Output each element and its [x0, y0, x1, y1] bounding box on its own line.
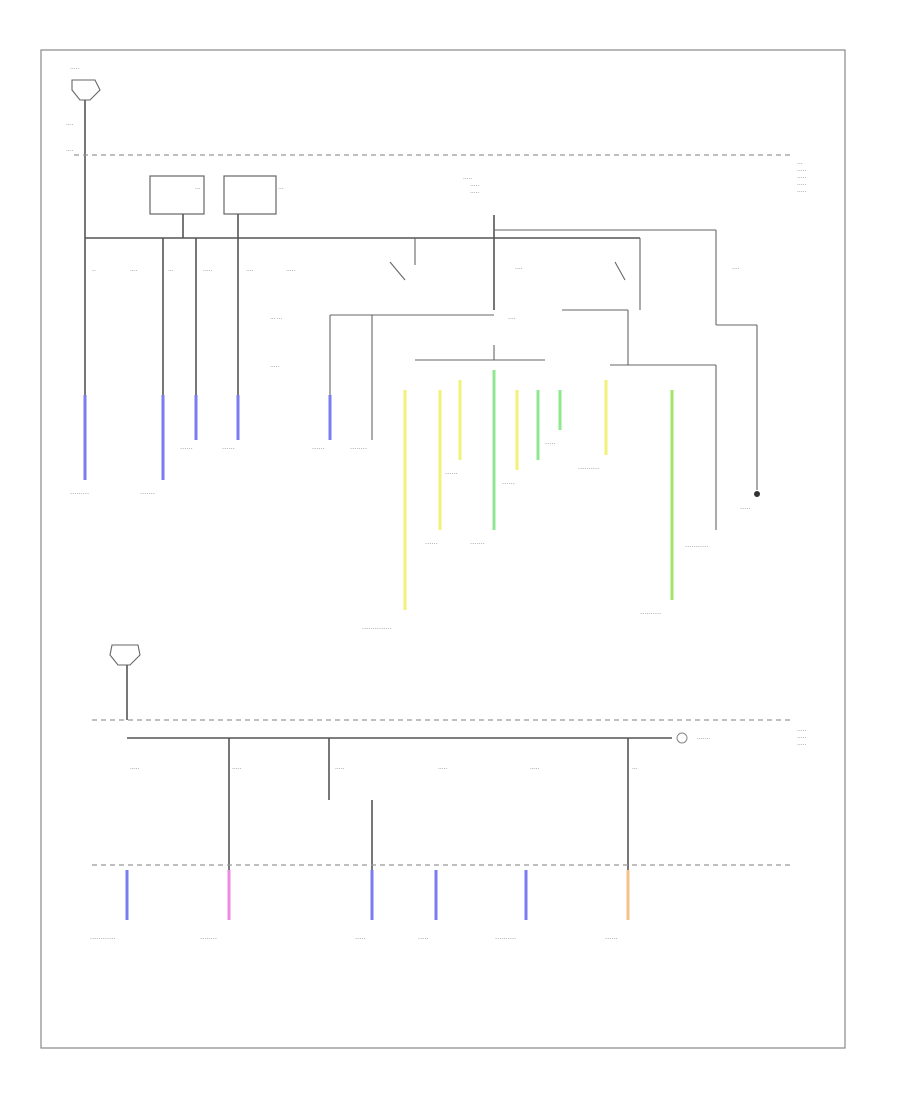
svg-text:•••••: ••••• — [797, 183, 807, 187]
svg-text:•••••: ••••• — [545, 442, 556, 446]
svg-text:•••••: ••••• — [286, 269, 296, 273]
svg-text:•••: ••• — [168, 269, 174, 273]
svg-text:•••: ••• — [632, 767, 638, 771]
lower-component-labels: •••••••••••• •••••••• ••••• ••••• ••••••… — [90, 937, 618, 941]
svg-text:•••: ••• — [278, 187, 284, 191]
central-relay: ••••• ••••• ••••• •••• •••• •••• ••• •••… — [270, 177, 758, 530]
svg-text:•••••: ••••• — [232, 767, 242, 771]
svg-text:•••••: ••••• — [438, 767, 448, 771]
svg-text:••••••••••••••: •••••••••••••• — [362, 627, 392, 631]
svg-text:•••••: ••••• — [530, 767, 540, 771]
svg-text:••••••: •••••• — [502, 482, 515, 486]
svg-text:••••: •••• — [515, 267, 523, 271]
fuse-drops-left: •• •••• ••• ••••• •••• ••••• — [92, 238, 296, 480]
svg-text:•••••: ••••• — [355, 937, 366, 941]
svg-text:•••••••: ••••••• — [470, 542, 485, 546]
svg-text:••• •••: ••• ••• — [270, 317, 282, 321]
svg-text:•••: ••• — [797, 162, 803, 166]
svg-text:••••••••: •••••••• — [350, 447, 367, 451]
svg-text:••••••: •••••• — [425, 542, 438, 546]
svg-text:••••: •••• — [66, 149, 74, 153]
svg-text:•••••: ••••• — [335, 767, 345, 771]
svg-text:••••: •••• — [732, 267, 740, 271]
svg-text:•••••: ••••• — [130, 767, 140, 771]
svg-text:•••••: ••••• — [470, 191, 480, 195]
svg-text:•••••: ••••• — [740, 507, 751, 511]
svg-text:•••••: ••••• — [797, 190, 807, 194]
svg-text:•••••: ••••• — [797, 729, 807, 733]
svg-text:•••••: ••••• — [797, 176, 807, 180]
lower-power-source — [109, 644, 141, 720]
svg-text:•••••••: ••••••• — [140, 492, 155, 496]
svg-text:•••••: ••••• — [70, 67, 80, 71]
relay-box-right — [223, 175, 277, 215]
svg-text:•••••••••••: ••••••••••• — [685, 545, 708, 549]
svg-text:••: •• — [92, 269, 96, 273]
svg-text:••••••••••: •••••••••• — [578, 467, 599, 471]
svg-text:•••••: ••••• — [797, 736, 807, 740]
lower-colored-wires — [125, 870, 630, 920]
svg-text:•••••: ••••• — [463, 177, 473, 181]
svg-text:•••••: ••••• — [203, 269, 213, 273]
svg-text:••••••••••: •••••••••• — [495, 937, 516, 941]
main-power-source: ••••• •••• •••• — [66, 67, 101, 480]
svg-text:••••: •••• — [66, 123, 74, 127]
svg-text:••••••: •••••• — [605, 937, 618, 941]
svg-text:••••: •••• — [508, 317, 516, 321]
upper-component-labels: ••••••••• ••••••• •••••• •••••• •••••• •… — [70, 442, 751, 631]
svg-text:•••: ••• — [195, 187, 201, 191]
svg-text:••••••: •••••• — [445, 472, 458, 476]
svg-text:••••••••: •••••••• — [200, 937, 217, 941]
lower-fuse-drops: ••••• ••••• ••••• ••••• ••••• ••• — [130, 738, 638, 920]
svg-text:••••••: •••••• — [222, 447, 235, 451]
svg-text:••••: •••• — [130, 269, 138, 273]
svg-text:•••••: ••••• — [797, 169, 807, 173]
svg-text:••••••: •••••• — [312, 447, 325, 451]
ground-upper-right — [754, 491, 760, 497]
svg-text:••••••••••: •••••••••• — [640, 612, 661, 616]
svg-text:•••••••: ••••••• — [697, 737, 710, 741]
svg-text:•••••: ••••• — [797, 743, 807, 747]
svg-text:•••••: ••••• — [470, 184, 480, 188]
svg-text:•••••: ••••• — [270, 365, 280, 369]
svg-text:••••: •••• — [246, 269, 254, 273]
svg-text:•••••: ••••• — [418, 937, 429, 941]
upper-colored-wires — [83, 370, 674, 610]
relay-box-left — [149, 175, 205, 215]
svg-text:••••••••••••: •••••••••••• — [90, 937, 115, 941]
svg-text:•••••••••: ••••••••• — [70, 492, 89, 496]
diagram-frame — [40, 49, 846, 1049]
svg-text:••••••: •••••• — [180, 447, 193, 451]
